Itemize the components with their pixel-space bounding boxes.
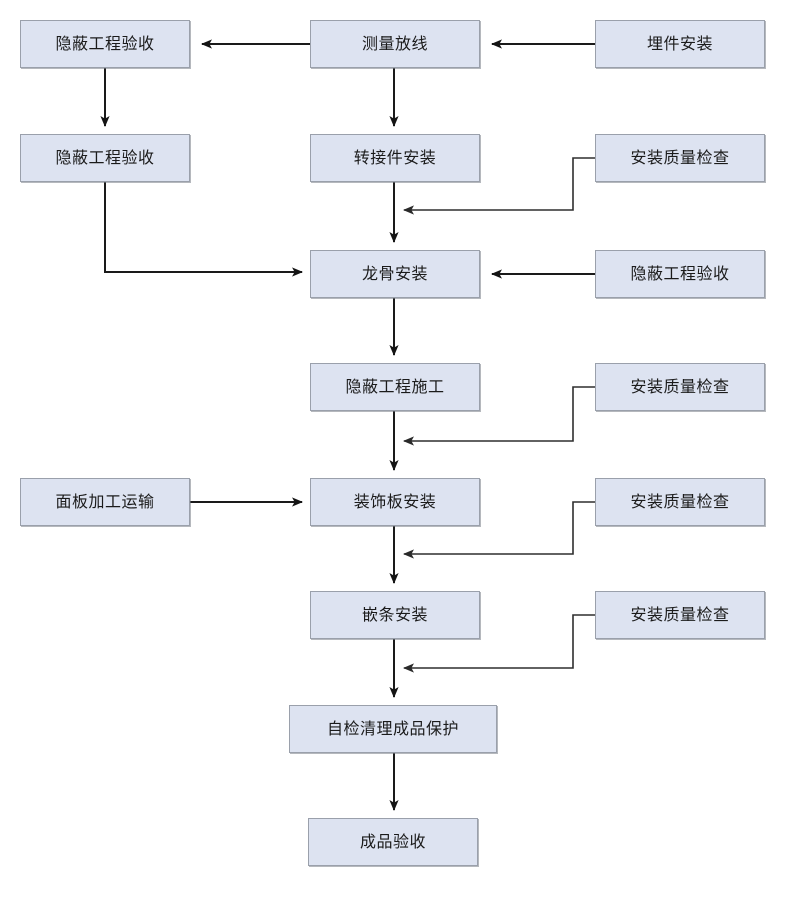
node-concealed-acceptance-3[interactable]: 隐蔽工程验收 xyxy=(595,250,765,298)
node-label: 转接件安装 xyxy=(353,148,437,167)
node-label: 自检清理成品保护 xyxy=(326,719,459,738)
node-panel-fabrication-transport[interactable]: 面板加工运输 xyxy=(20,478,190,526)
node-survey-setout[interactable]: 测量放线 xyxy=(310,20,480,68)
node-label: 隐蔽工程验收 xyxy=(55,34,155,53)
node-concealed-acceptance-1[interactable]: 隐蔽工程验收 xyxy=(20,20,190,68)
edge-qc2-feedback xyxy=(403,386,595,446)
node-label: 隐蔽工程验收 xyxy=(630,264,730,283)
node-concealed-acceptance-2[interactable]: 隐蔽工程验收 xyxy=(20,134,190,182)
node-label: 安装质量检查 xyxy=(630,148,730,167)
node-final-acceptance[interactable]: 成品验收 xyxy=(308,818,478,866)
node-label: 埋件安装 xyxy=(646,34,713,53)
node-label: 成品验收 xyxy=(359,832,426,851)
node-insert-strip-install[interactable]: 嵌条安装 xyxy=(310,591,480,639)
node-label: 安装质量检查 xyxy=(630,492,730,511)
node-selfcheck-clean-protect[interactable]: 自检清理成品保护 xyxy=(289,705,497,753)
edge-qc3-feedback xyxy=(403,501,595,559)
edge-accept2-to-keel xyxy=(104,182,303,277)
node-label: 测量放线 xyxy=(361,34,428,53)
node-label: 隐蔽工程验收 xyxy=(55,148,155,167)
node-embedded-part-install[interactable]: 埋件安装 xyxy=(595,20,765,68)
node-label: 嵌条安装 xyxy=(361,605,428,624)
node-quality-check-2[interactable]: 安装质量检查 xyxy=(595,363,765,411)
node-decorative-panel-install[interactable]: 装饰板安装 xyxy=(310,478,480,526)
node-label: 面板加工运输 xyxy=(55,492,155,511)
node-label: 安装质量检查 xyxy=(630,605,730,624)
node-keel-install[interactable]: 龙骨安装 xyxy=(310,250,480,298)
node-concealed-work[interactable]: 隐蔽工程施工 xyxy=(310,363,480,411)
node-label: 龙骨安装 xyxy=(361,264,428,283)
node-quality-check-4[interactable]: 安装质量检查 xyxy=(595,591,765,639)
node-quality-check-3[interactable]: 安装质量检查 xyxy=(595,478,765,526)
node-adapter-install[interactable]: 转接件安装 xyxy=(310,134,480,182)
edge-qc1-feedback xyxy=(403,157,595,215)
node-label: 隐蔽工程施工 xyxy=(345,377,445,396)
node-quality-check-1[interactable]: 安装质量检查 xyxy=(595,134,765,182)
node-label: 装饰板安装 xyxy=(353,492,437,511)
node-label: 安装质量检查 xyxy=(630,377,730,396)
edge-qc4-feedback xyxy=(403,614,595,673)
